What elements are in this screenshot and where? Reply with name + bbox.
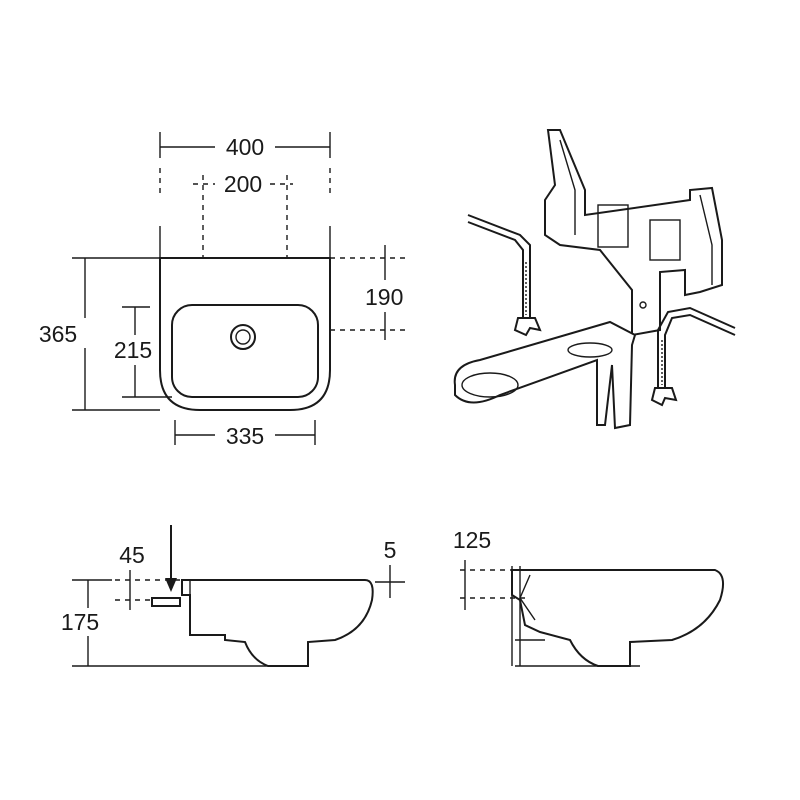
drain-hole bbox=[230, 324, 256, 350]
side-view-left: 45 5 175 bbox=[61, 525, 405, 667]
mounting-bracket-illustration bbox=[453, 129, 736, 430]
dim-190: 190 bbox=[365, 284, 403, 310]
dim-5: 5 bbox=[384, 537, 397, 563]
dim-335: 335 bbox=[226, 423, 264, 449]
dim-400: 400 bbox=[226, 134, 264, 160]
dim-125: 125 bbox=[453, 527, 491, 553]
dim-365: 365 bbox=[39, 321, 77, 347]
dim-215: 215 bbox=[114, 337, 152, 363]
plan-view: 400 200 190 365 215 335 bbox=[39, 132, 405, 449]
dim-200: 200 bbox=[224, 171, 262, 197]
side-view-right: 125 bbox=[453, 527, 725, 667]
bowl-outline bbox=[171, 304, 319, 398]
basin-outline bbox=[159, 257, 331, 411]
dim-45: 45 bbox=[119, 542, 145, 568]
dim-175: 175 bbox=[61, 609, 99, 635]
